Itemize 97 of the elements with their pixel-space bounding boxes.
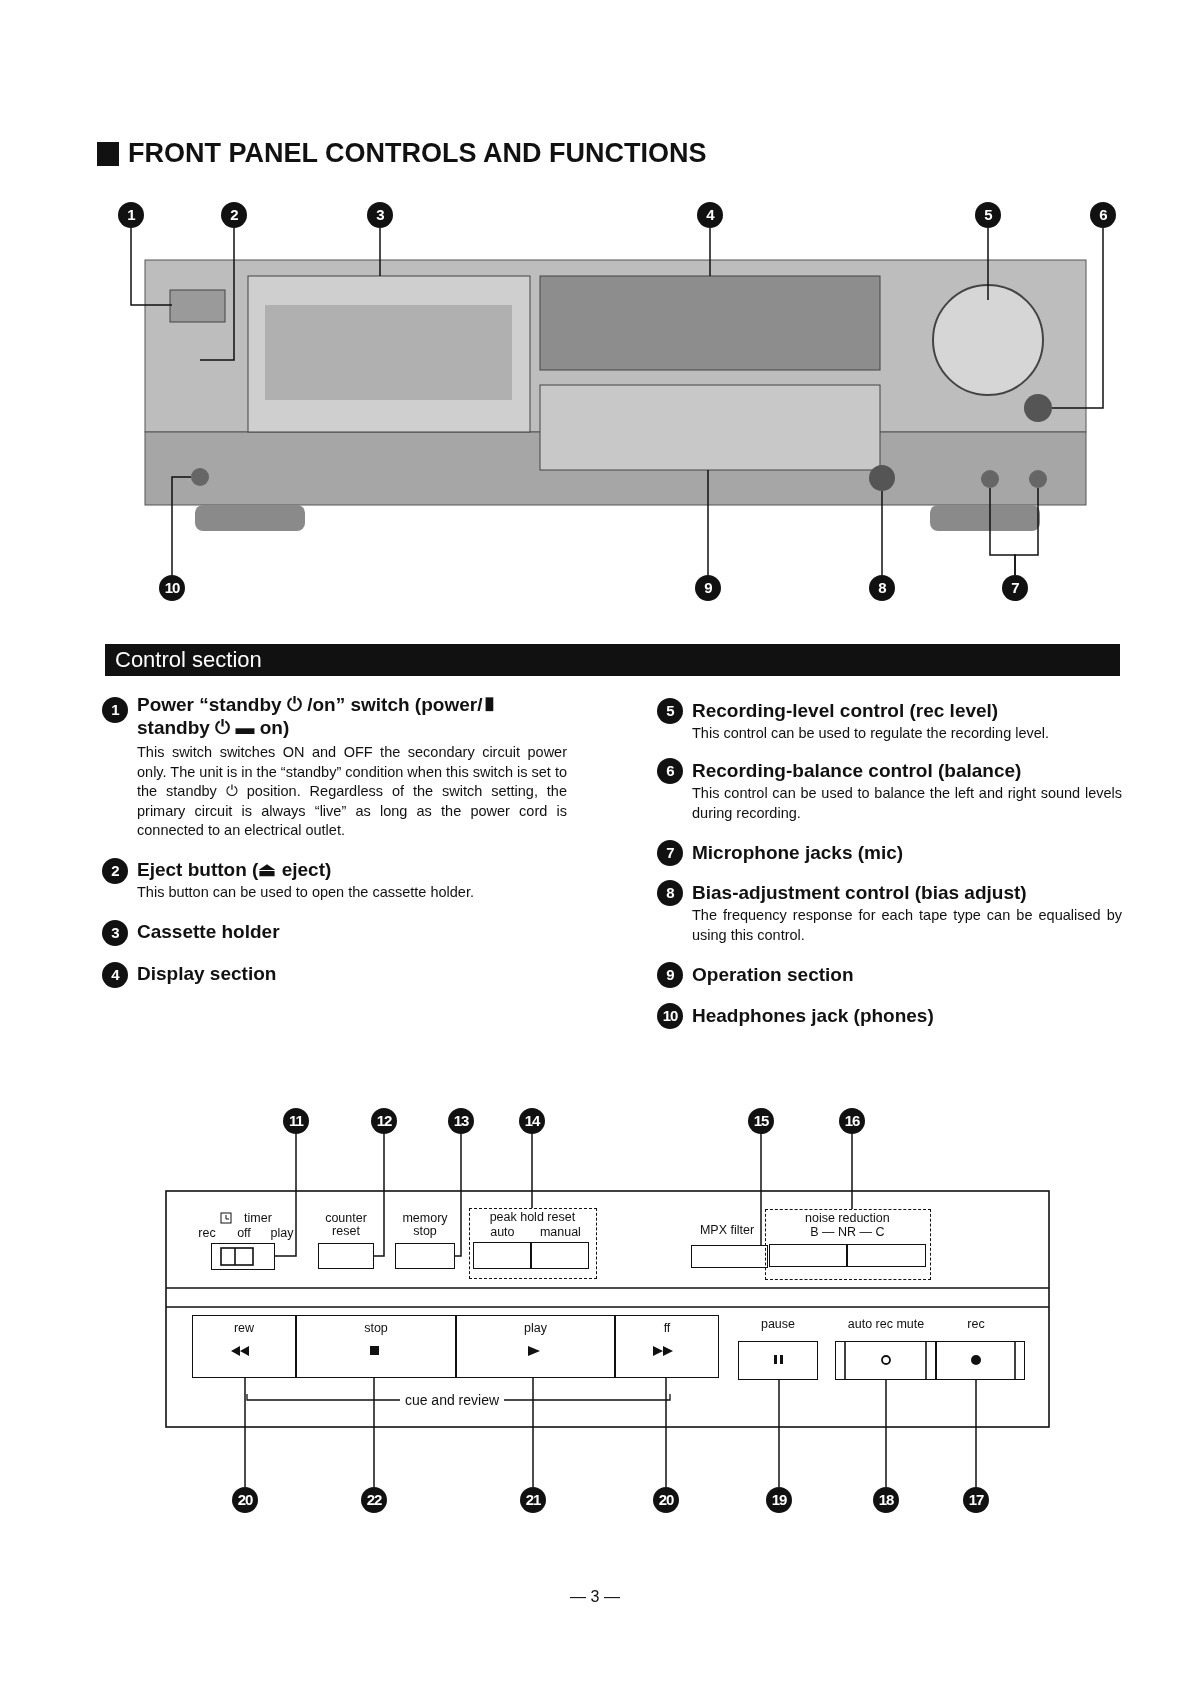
callout-number: 5 <box>975 202 1001 228</box>
panel-label: peak hold reset <box>488 1211 577 1225</box>
leader-line <box>531 1133 533 1209</box>
callout-number: 8 <box>869 575 895 601</box>
callout-number: 10 <box>657 1003 683 1029</box>
leader-line <box>274 1133 297 1257</box>
description-text: The frequency response for each tape type can be equalised by using this control. <box>692 906 1122 945</box>
transport-button: stop <box>296 1315 456 1378</box>
callout-number: 20 <box>653 1487 679 1513</box>
leader-line <box>707 469 709 576</box>
item-heading: Microphone jacks (mic) <box>692 841 905 864</box>
callout-number: 1 <box>102 697 128 723</box>
leader-line <box>373 1133 385 1257</box>
panel-label: play <box>269 1227 295 1240</box>
leader-line <box>881 490 883 576</box>
callout-number: 12 <box>371 1108 397 1134</box>
panel-label: auto rec mute <box>846 1318 926 1331</box>
transport-button: rew <box>192 1315 296 1378</box>
callout-number: 18 <box>873 1487 899 1513</box>
description-text: This switch switches ON and OFF the secondary circuit power only. The unit is in the “standby” condition when this switch is set to the standby ⏻ position. Regardless of the switch setting, the primary circuit is always “live” as long as the power cord is connected to an electrical outlet. <box>137 743 567 840</box>
callout-number: 16 <box>839 1108 865 1134</box>
leader-line <box>851 1133 853 1210</box>
leader-line <box>665 1377 667 1488</box>
callout-number: 21 <box>520 1487 546 1513</box>
panel-label: manual <box>538 1226 582 1240</box>
callout-number: 1 <box>118 202 144 228</box>
callout-number: 4 <box>697 202 723 228</box>
leader-line <box>709 227 711 277</box>
callout-number: 4 <box>102 962 128 988</box>
transport-button: ff <box>615 1315 719 1378</box>
leader-line <box>379 227 381 277</box>
panel-label: rec <box>966 1318 986 1331</box>
panel-label: cue and review <box>400 1393 504 1407</box>
item-heading: Headphones jack (phones) <box>692 1004 935 1027</box>
callout-number: 11 <box>283 1108 309 1134</box>
panel-label: auto <box>489 1226 516 1240</box>
leader-line <box>171 476 192 576</box>
item-heading: Display section <box>137 962 278 985</box>
panel-label: pause <box>759 1318 797 1331</box>
callout-number: 5 <box>657 698 683 724</box>
leader-line <box>454 1133 462 1257</box>
transport-button: play <box>456 1315 615 1378</box>
callout-number: 7 <box>1002 575 1028 601</box>
picture <box>144 259 1087 531</box>
leader-line <box>1014 487 1039 576</box>
leader-line <box>130 227 173 306</box>
panel-label: MPX filter <box>698 1224 756 1237</box>
panel-label: noise reduction <box>804 1212 891 1226</box>
leader-line <box>1051 227 1104 409</box>
callout-number: 17 <box>963 1487 989 1513</box>
description-text: This button can be used to open the cassette holder. <box>137 883 475 902</box>
leader-line <box>244 1377 246 1488</box>
leader-line <box>778 1379 780 1488</box>
callout-number: 19 <box>766 1487 792 1513</box>
callout-number: 6 <box>1090 202 1116 228</box>
leader-line <box>532 1377 534 1488</box>
dashed-group-outline <box>765 1209 931 1280</box>
callout-number: 15 <box>748 1108 774 1134</box>
item-heading: Operation section <box>692 963 855 986</box>
item-heading: Bias-adjustment control (bias adjust) <box>692 881 1028 904</box>
callout-number: 14 <box>519 1108 545 1134</box>
callout-number: 13 <box>448 1108 474 1134</box>
callout-number: 6 <box>657 758 683 784</box>
page-number: — 3 — <box>569 1588 621 1606</box>
callout-number: 22 <box>361 1487 387 1513</box>
callout-number: 9 <box>657 962 683 988</box>
section-header-bar: Control section <box>105 644 1120 676</box>
leader-line <box>760 1133 762 1246</box>
dashed-group-outline <box>469 1208 597 1279</box>
leader-line <box>199 227 235 361</box>
callout-number: 7 <box>657 840 683 866</box>
item-heading: Power “standby ⏻ /on” switch (power/▮ standby ⏻ ▬ on) <box>137 693 498 739</box>
callout-number: 20 <box>232 1487 258 1513</box>
callout-number: 2 <box>102 858 128 884</box>
callout-number: 2 <box>221 202 247 228</box>
item-heading: Recording-level control (rec level) <box>692 699 1000 722</box>
callout-number: 9 <box>695 575 721 601</box>
leader-line <box>975 1379 977 1488</box>
panel-label: B — NR — C <box>809 1226 886 1240</box>
page-title: FRONT PANEL CONTROLS AND FUNCTIONS <box>128 137 708 169</box>
leader-line <box>885 1379 887 1488</box>
item-heading: Cassette holder <box>137 920 281 943</box>
description-text: This control can be used to regulate the recording level. <box>692 724 1051 743</box>
panel-label: memory stop <box>401 1212 449 1238</box>
panel-label: rec <box>197 1227 217 1240</box>
panel-label: off <box>236 1227 252 1240</box>
callout-number: 3 <box>102 920 128 946</box>
item-heading: Recording-balance control (balance) <box>692 759 1023 782</box>
callout-number: 10 <box>159 575 185 601</box>
leader-line <box>987 227 989 301</box>
callout-number: 8 <box>657 880 683 906</box>
description-text: This control can be used to balance the left and right sound levels during recording. <box>692 784 1122 823</box>
panel-label: counter reset <box>324 1212 368 1238</box>
item-heading: Eject button (⏏ eject) <box>137 858 333 881</box>
leader-line <box>373 1377 375 1488</box>
panel-label: timer <box>243 1212 273 1225</box>
callout-number: 3 <box>367 202 393 228</box>
